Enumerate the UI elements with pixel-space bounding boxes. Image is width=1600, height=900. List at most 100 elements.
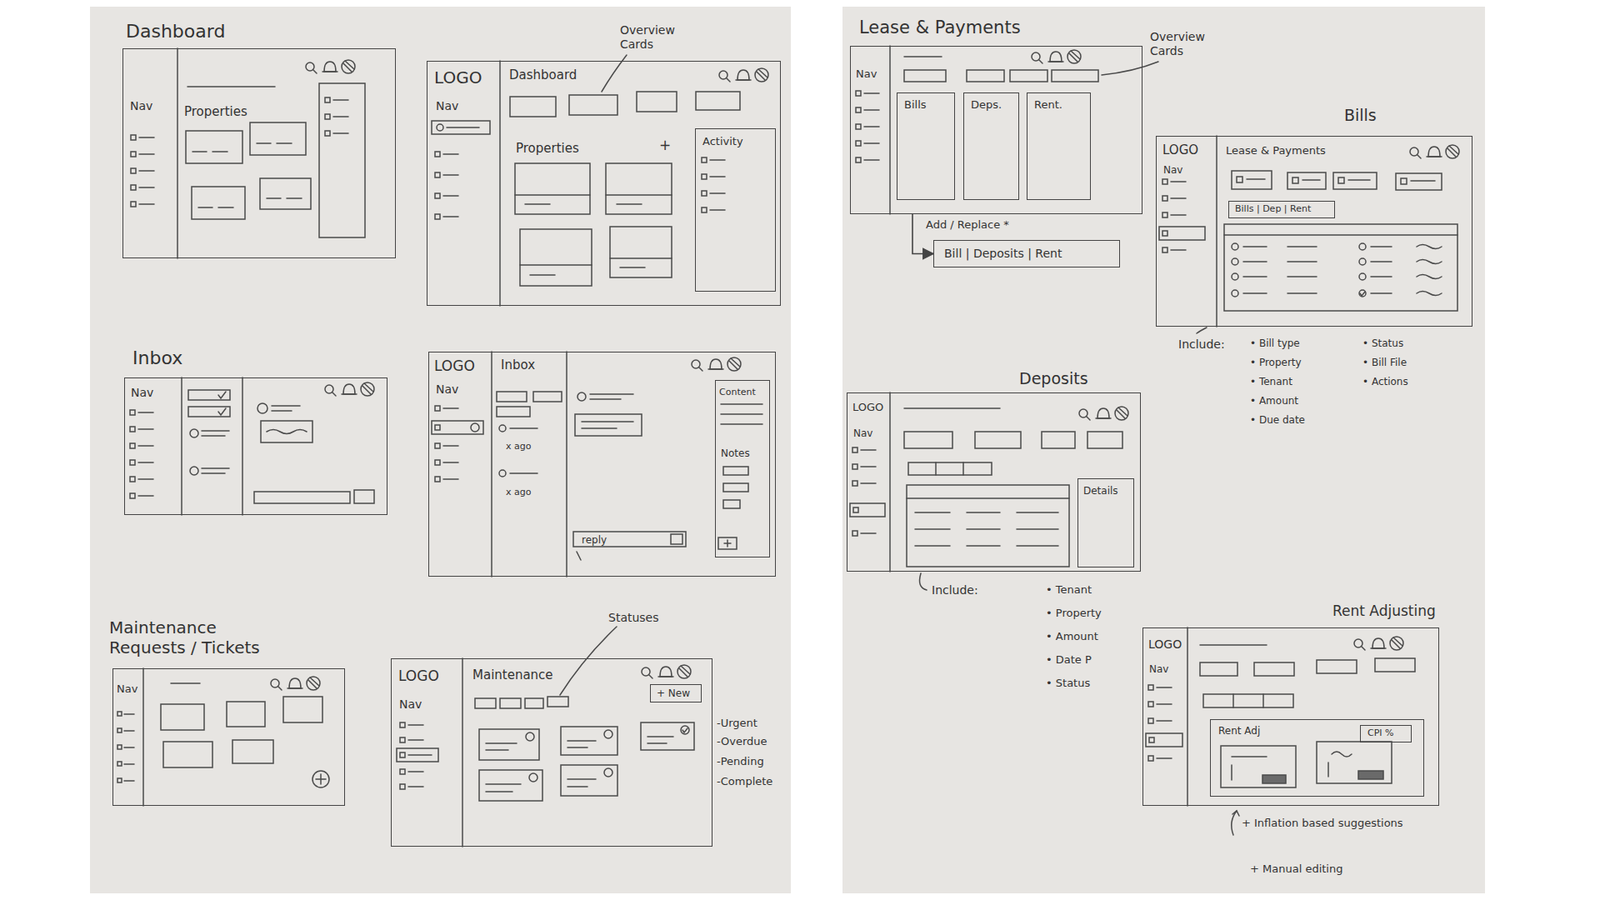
wireframe-sketch (319, 83, 365, 238)
wireframe-sketch (1348, 179, 1370, 181)
wireframe-sketch (354, 490, 375, 504)
wireframe-sketch (1231, 243, 1239, 250)
wireframe-sketch (198, 206, 213, 209)
sketch-label: Inbox (500, 357, 535, 373)
wireframe-sketch (400, 737, 424, 743)
annotation-note: Include: (1178, 337, 1225, 352)
sketch-heading: Lease & Payments (859, 17, 1021, 39)
wireframe-sketch (640, 722, 695, 750)
wireframe-sketch (305, 60, 355, 74)
notebook-page (842, 6, 1485, 894)
wireframe-sketch (408, 754, 432, 756)
wireframe-sketch (1016, 511, 1059, 514)
wireframe-sketch (266, 430, 307, 435)
wireframe-sketch (250, 122, 306, 155)
wireframe-sketch (560, 626, 617, 695)
wireframe-sketch (1370, 292, 1392, 295)
wireframe-sketch (117, 45, 1460, 847)
wireframe-sketch (647, 735, 674, 738)
wireframe-sketch (525, 732, 535, 741)
panel-box: Details (1077, 478, 1135, 568)
wireframe-sketch (510, 472, 538, 475)
wireframe-sketch (590, 393, 634, 395)
wireframe-sketch (906, 497, 1070, 500)
wireframe-sketch (499, 425, 506, 432)
wireframe-sketch (1316, 741, 1392, 784)
annotation-note: -Urgent (716, 716, 758, 730)
wireframe-sketch (1338, 177, 1345, 184)
wireframe-sketch (1395, 173, 1442, 190)
wireframe-frame: LOGODashboardNavProperties+Activity (426, 60, 781, 306)
wireframe-sketch (723, 500, 740, 509)
wireframe-sketch (1292, 177, 1299, 184)
annotation-note: • Property (1250, 356, 1302, 369)
wireframe-sketch (1246, 178, 1265, 180)
sketch-heading: Maintenance Requests / Tickets (109, 617, 285, 658)
annotation-note: Overview Cards (620, 23, 683, 52)
wireframe-frame: Maintenance Requests / TicketsNav (112, 668, 345, 806)
sketch-label: Details (1083, 485, 1119, 497)
wireframe-sketch (1159, 226, 1205, 240)
wireframe-sketch (190, 429, 199, 438)
wireframe-sketch (1203, 694, 1294, 708)
wireframe-sketch (1287, 245, 1317, 248)
wireframe-sketch (1148, 755, 1172, 761)
sketch-label: Bills | Dep | Rent (1235, 203, 1311, 215)
sketch-label: Notes (720, 447, 750, 460)
wireframe-sketch (616, 203, 642, 205)
wireframe-sketch (160, 704, 205, 730)
wireframe-sketch (1410, 145, 1460, 159)
wireframe-sketch (1333, 172, 1377, 190)
wireframe-sketch (400, 769, 424, 775)
wireframe-sketch (1224, 224, 1458, 311)
wireframe-sketch (908, 462, 992, 475)
annotation-note: • Bill type (1250, 337, 1300, 350)
wireframe-sketch (855, 90, 880, 96)
wireframe-sketch (130, 410, 154, 415)
wireframe-sketch (1101, 61, 1159, 75)
panel-box: Rent AdjCPI % (1210, 719, 1425, 797)
wireframe-sketch (1231, 755, 1267, 758)
wireframe-sketch (641, 665, 691, 679)
wireframe-sketch (920, 573, 927, 590)
notebook-page (90, 6, 1485, 894)
wireframe-sketch (701, 174, 725, 180)
wireframe-sketch (435, 151, 459, 157)
wireframe-sketch (1231, 170, 1272, 190)
wireframe-sketch (1416, 275, 1442, 280)
sketch-label: Nav (399, 697, 422, 712)
wireframe-sketch (461, 658, 464, 847)
wireframe-sketch (201, 472, 225, 475)
wireframe-sketch (605, 194, 672, 196)
sketch-label: Nav (853, 427, 873, 440)
sketch-label: LOGO (434, 67, 482, 88)
wireframe-sketch (170, 682, 200, 685)
wireframe-sketch (130, 426, 154, 432)
panel-box: Deps. (963, 92, 1020, 200)
wireframe-sketch (966, 511, 1000, 514)
wireframe-sketch (470, 423, 480, 432)
sketch-label: Maintenance (472, 667, 554, 683)
wireframe-sketch (966, 70, 1005, 82)
wireframe-sketch (485, 783, 521, 785)
notebook-page (90, 6, 791, 894)
wireframe-sketch (283, 696, 323, 723)
wireframe-sketch (479, 770, 543, 801)
wireframe-sketch (691, 357, 741, 371)
wireframe-sketch (1079, 406, 1129, 420)
wireframe-sketch (720, 413, 763, 415)
wireframe-sketch (271, 410, 292, 412)
wireframe-sketch (1359, 290, 1366, 297)
wireframe-sketch (1354, 636, 1404, 650)
wireframe-sketch (400, 752, 405, 758)
wireframe-sketch (515, 163, 590, 215)
sketch-label: Nav (435, 99, 459, 114)
annotation-note: • Property (1045, 606, 1102, 620)
annotation-note: • Amount (1250, 395, 1299, 407)
wireframe-sketch (904, 55, 942, 58)
wireframe-sketch (590, 398, 621, 400)
wireframe-sketch (1316, 660, 1357, 674)
wireframe-sketch (567, 778, 596, 780)
wireframe-sketch (889, 392, 891, 572)
wireframe-sketch (565, 351, 568, 577)
